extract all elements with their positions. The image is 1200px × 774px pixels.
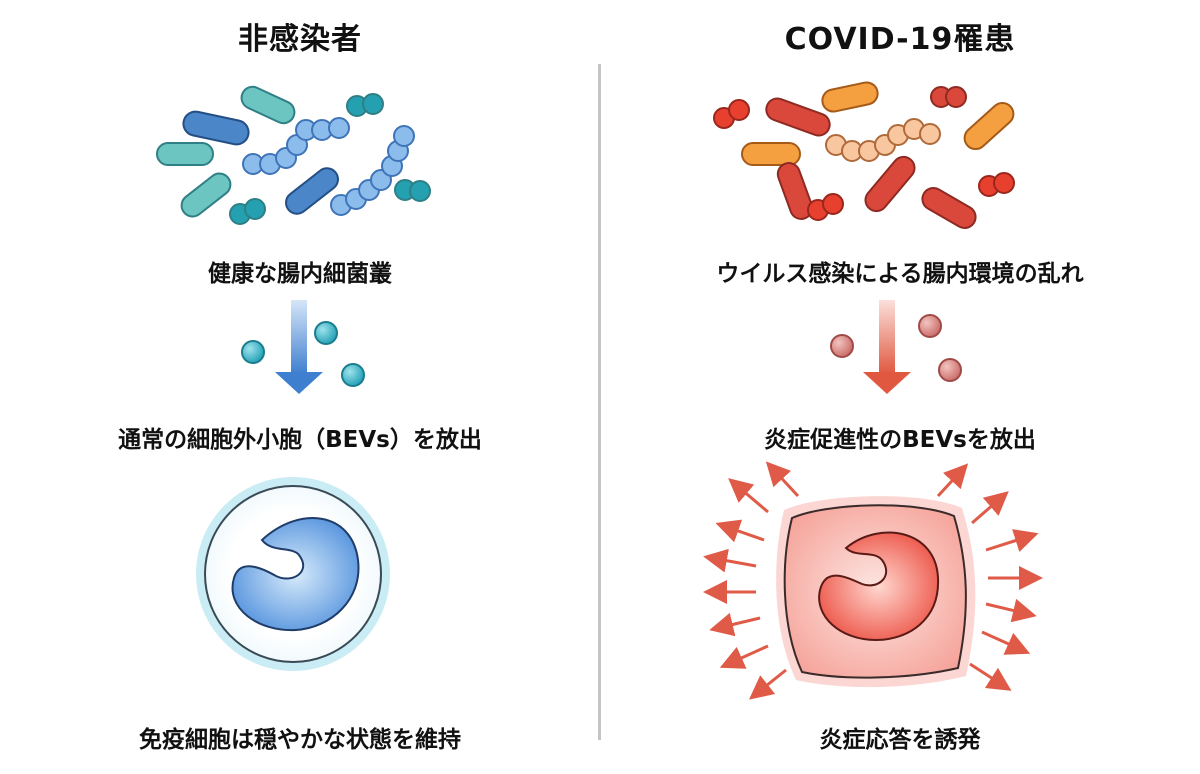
dysbiotic-microbiome xyxy=(713,81,1015,229)
rod-bacterium xyxy=(765,97,831,137)
center-divider xyxy=(598,64,601,740)
activated-immune-cell xyxy=(703,461,1043,700)
healthy-vesicles xyxy=(241,321,365,387)
inflammation-arrows xyxy=(703,461,1043,700)
covid-title: COVID-19罹患 xyxy=(784,22,1016,57)
healthy-microbiome-label: 健康な腸内細菌叢 xyxy=(208,261,392,287)
rod-bacterium xyxy=(741,142,801,166)
vesicle xyxy=(241,340,265,364)
diplococcus xyxy=(930,86,967,108)
rod-bacterium xyxy=(821,81,879,113)
streptococcus-chain xyxy=(330,125,415,216)
cell-nucleus xyxy=(818,531,940,642)
diplococcus xyxy=(978,172,1015,197)
diplococcus xyxy=(713,99,750,129)
vesicle xyxy=(314,321,338,345)
diplococcus xyxy=(229,198,266,225)
dysbiosis-label: ウイルス感染による腸内環境の乱れ xyxy=(716,261,1084,287)
proinflammatory-vesicles xyxy=(830,314,962,382)
healthy-illustrations xyxy=(156,85,431,671)
rod-bacterium xyxy=(285,167,339,215)
proinflammatory-bev-release-label: 炎症促進性のBEVsを放出 xyxy=(764,427,1036,453)
inflammatory-response-label: 炎症応答を誘発 xyxy=(819,727,981,753)
normal-bev-release-label: 通常の細胞外小胞（BEVs）を放出 xyxy=(118,427,482,453)
release-arrow xyxy=(863,300,911,394)
diplococcus xyxy=(807,193,844,221)
rod-bacterium xyxy=(182,110,250,146)
streptococcus-chain xyxy=(825,118,941,162)
cell-nucleus xyxy=(231,517,360,632)
streptococcus-chain xyxy=(242,117,350,175)
rod-bacterium xyxy=(180,172,232,218)
diplococcus xyxy=(394,179,431,202)
rod-bacterium xyxy=(776,162,814,220)
vesicle xyxy=(341,363,365,387)
calm-immune-cell xyxy=(196,477,390,671)
covid-illustrations xyxy=(703,81,1043,700)
rod-bacterium xyxy=(156,142,214,166)
diplococcus xyxy=(346,93,384,117)
release-arrow xyxy=(275,300,323,394)
rod-bacterium xyxy=(963,101,1015,151)
vesicle xyxy=(918,314,942,338)
rod-bacterium xyxy=(921,187,977,229)
healthy-title: 非感染者 xyxy=(238,22,362,57)
calm-immune-label: 免疫細胞は穏やかな状態を維持 xyxy=(139,727,461,753)
rod-bacterium xyxy=(240,85,296,125)
rod-bacterium xyxy=(864,155,916,213)
vesicle xyxy=(938,358,962,382)
healthy-microbiome xyxy=(156,85,431,225)
healthy-panel: 非感染者 xyxy=(118,22,482,753)
vesicle xyxy=(830,334,854,358)
covid-panel: COVID-19罹患 xyxy=(600,0,1200,774)
